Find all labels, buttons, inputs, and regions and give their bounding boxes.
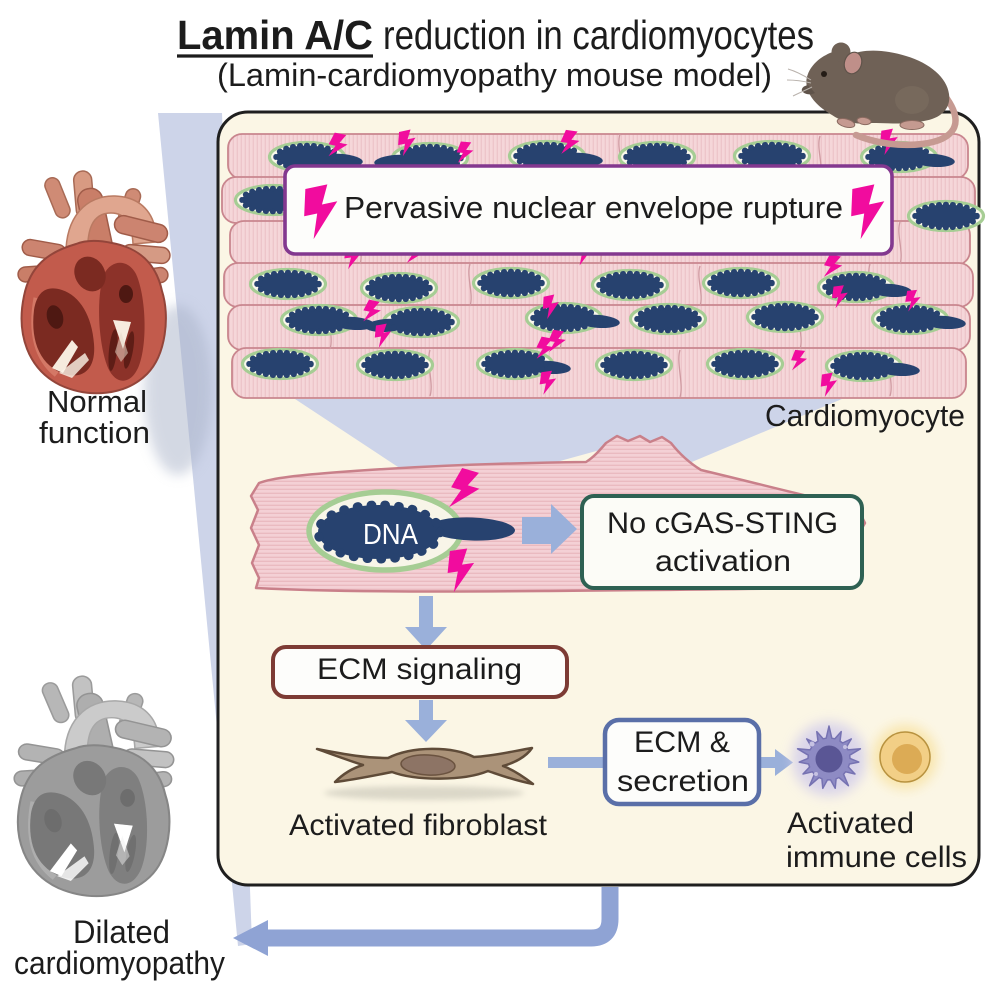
svg-text:Normal: Normal (47, 384, 147, 419)
svg-text:activation: activation (655, 545, 791, 578)
svg-text:DNA: DNA (363, 519, 419, 551)
svg-text:ECM signaling: ECM signaling (317, 653, 522, 686)
svg-text:(Lamin-cardiomyopathy mouse mo: (Lamin-cardiomyopathy mouse model) (217, 57, 772, 93)
svg-text:immune cells: immune cells (786, 841, 967, 874)
svg-text:Activated: Activated (787, 807, 914, 840)
svg-text:function: function (39, 415, 150, 450)
svg-text:Activated fibroblast: Activated fibroblast (289, 809, 548, 842)
svg-text:Dilated: Dilated (73, 914, 170, 950)
svg-text:reduction in cardiomyocytes: reduction in cardiomyocytes (383, 12, 814, 58)
svg-text:secretion: secretion (617, 765, 749, 798)
svg-text:Pervasive nuclear envelope rup: Pervasive nuclear envelope rupture (344, 190, 843, 225)
svg-text:Cardiomyocyte: Cardiomyocyte (765, 398, 965, 433)
svg-text:cardiomyopathy: cardiomyopathy (14, 945, 225, 981)
svg-text:ECM &: ECM & (634, 726, 730, 759)
svg-text:No cGAS-STING: No cGAS-STING (607, 507, 838, 540)
svg-text:Lamin A/C: Lamin A/C (177, 12, 373, 58)
